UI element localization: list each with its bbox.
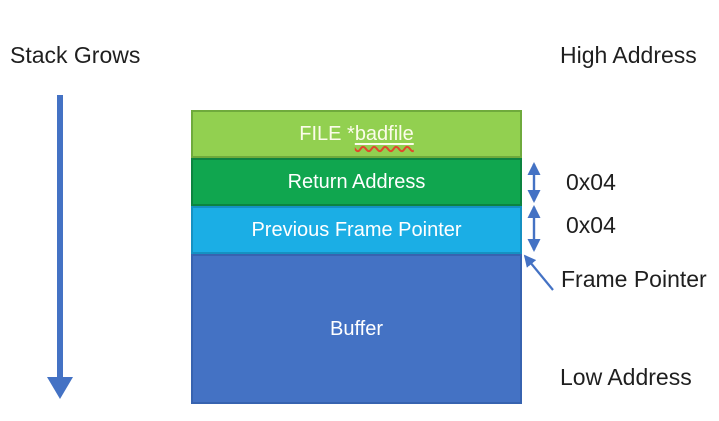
- buffer-label: Buffer: [330, 317, 383, 340]
- file-badfile-label-prefix: FILE *: [299, 122, 355, 145]
- stack-boxes: FILE *badfile Return Address Previous Fr…: [191, 110, 522, 404]
- file-badfile-label: FILE *badfile: [299, 123, 414, 146]
- low-address-label: Low Address: [560, 364, 692, 390]
- stack-box-return-address: Return Address: [191, 158, 522, 206]
- high-address-label: High Address: [560, 42, 697, 68]
- frame-pointer-label: Frame Pointer: [561, 266, 707, 292]
- frame-pointer-arrow: [523, 254, 554, 291]
- stack-box-file-badfile: FILE *badfile: [191, 110, 522, 158]
- return-address-label: Return Address: [287, 170, 426, 193]
- stack-grows-arrow: [47, 95, 73, 399]
- previous-frame-pointer-size-label: 0x04: [566, 212, 616, 238]
- badfile-spellcheck-underline: badfile: [355, 123, 414, 145]
- stack-box-buffer: Buffer: [191, 254, 522, 404]
- file-badfile-label-underlined: badfile: [354, 122, 414, 145]
- stack-box-previous-frame-pointer: Previous Frame Pointer: [191, 206, 522, 254]
- previous-frame-pointer-label: Previous Frame Pointer: [251, 218, 462, 241]
- return-address-size-label: 0x04: [566, 169, 616, 195]
- stack-grows-label: Stack Grows: [10, 42, 141, 68]
